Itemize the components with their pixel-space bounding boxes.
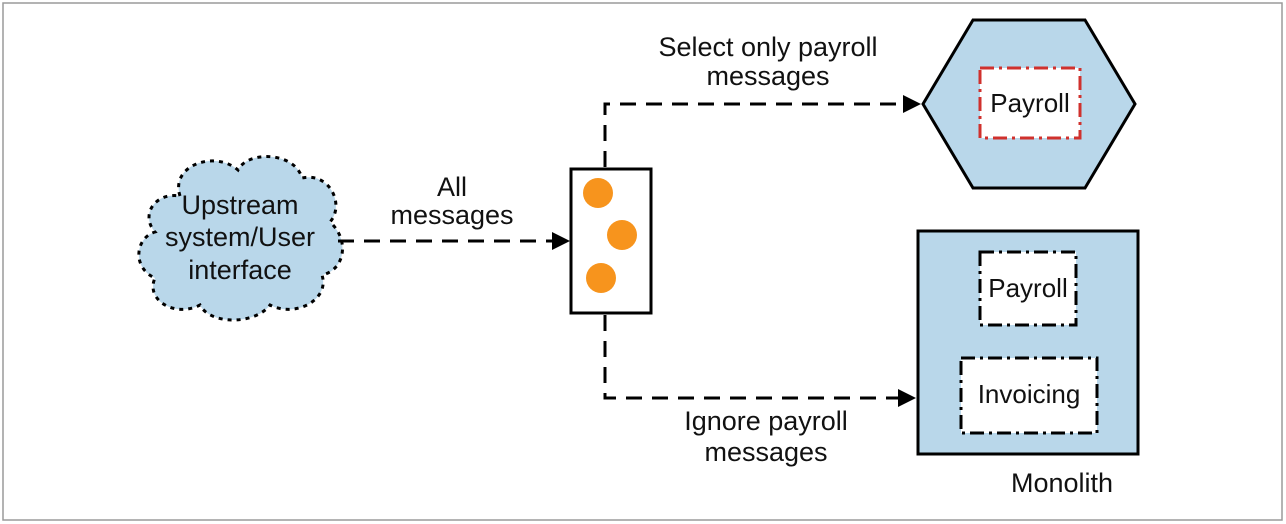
monolith-invoicing-label: Invoicing xyxy=(978,379,1081,409)
all-messages-label-line1: All xyxy=(437,172,467,202)
monolith-payroll-box xyxy=(978,250,1078,327)
payroll-module-label: Payroll xyxy=(990,88,1069,118)
monolith: Payroll Invoicing Monolith xyxy=(916,229,1140,498)
arrow-all-messages xyxy=(338,232,570,250)
message-dot xyxy=(583,178,613,208)
arrow-ignore-payroll xyxy=(603,315,916,407)
arrow-select-payroll-line xyxy=(603,102,903,167)
payroll-module-box xyxy=(978,66,1082,140)
payroll-microservice: Payroll xyxy=(921,18,1137,190)
monolith-caption: Monolith xyxy=(1011,468,1113,498)
select-payroll-label-line1: Select only payroll xyxy=(658,32,877,62)
select-payroll-label-line2: messages xyxy=(706,61,829,91)
upstream-label-line1: Upstream xyxy=(181,190,298,220)
upstream-cloud: Upstream system/User interface xyxy=(137,155,344,322)
monolith-invoicing-box xyxy=(959,356,1099,435)
upstream-label-line2: system/User xyxy=(165,222,315,252)
arrowhead-icon xyxy=(898,389,916,407)
arrow-ignore-payroll-line xyxy=(603,315,898,400)
arrowhead-icon xyxy=(552,232,570,250)
message-queue xyxy=(569,167,653,315)
arrow-select-payroll xyxy=(603,95,921,167)
message-dot xyxy=(607,220,637,250)
ignore-payroll-label-line1: Ignore payroll xyxy=(684,406,848,436)
arrowhead-icon xyxy=(903,95,921,113)
all-messages-label-line2: messages xyxy=(390,200,513,230)
upstream-label-line3: interface xyxy=(188,255,292,285)
monolith-payroll-label: Payroll xyxy=(988,273,1067,303)
ignore-payroll-label-line2: messages xyxy=(704,437,827,467)
message-dot xyxy=(586,263,616,293)
cloud-shape-icon xyxy=(137,155,344,322)
